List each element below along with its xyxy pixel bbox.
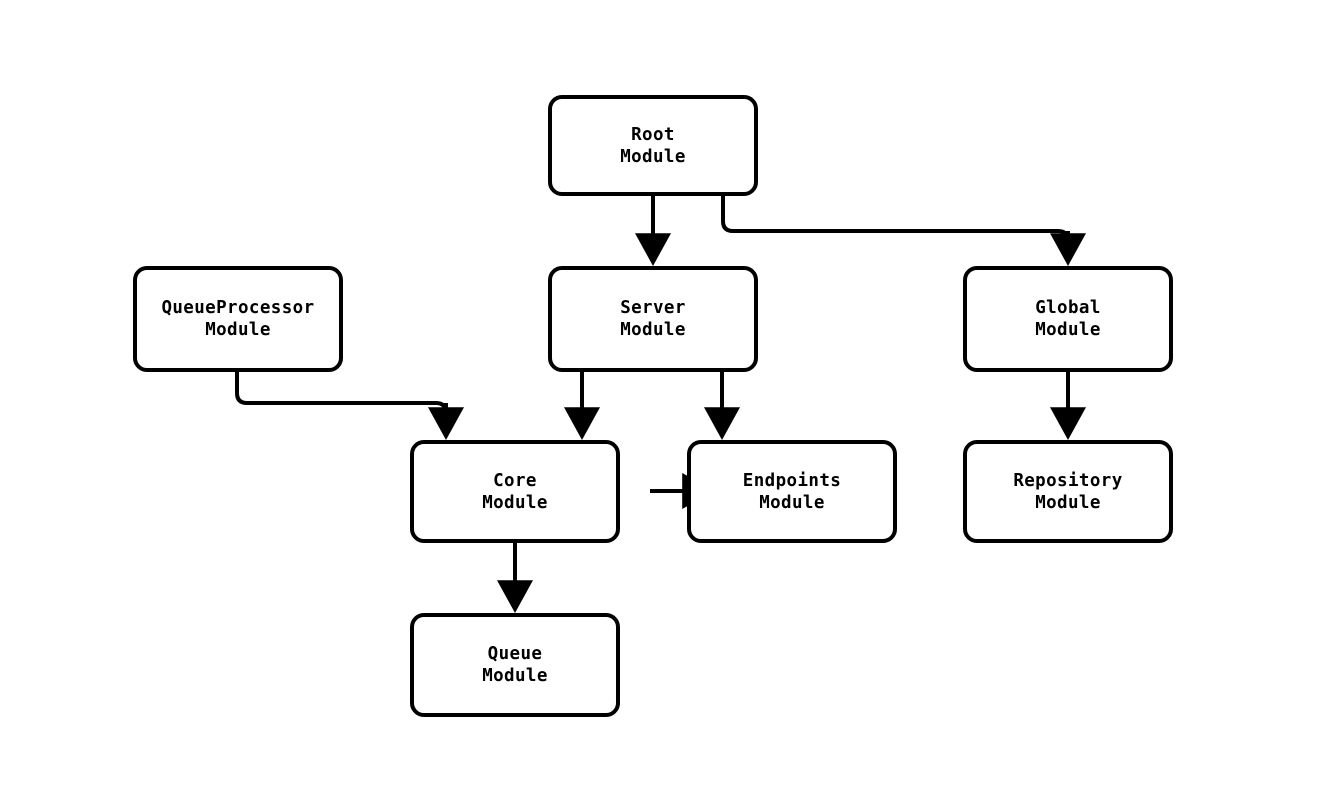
node-server-subtitle: Module — [620, 320, 686, 340]
node-queueprocessor-subtitle: Module — [205, 320, 271, 340]
node-root-title: Root — [631, 124, 675, 145]
node-server-title: Server — [620, 298, 686, 318]
edge-queueprocessor-core — [235, 372, 464, 440]
node-global-subtitle: Module — [1035, 320, 1101, 340]
node-global-module[interactable]: Global Module — [963, 266, 1173, 372]
node-core-subtitle: Module — [482, 492, 548, 513]
node-repository-title: Repository — [1013, 470, 1123, 491]
node-global-title: Global — [1035, 298, 1101, 318]
node-repository-module[interactable]: Repository Module — [963, 440, 1173, 543]
node-endpoints-module[interactable]: Endpoints Module — [687, 440, 897, 543]
node-core-module[interactable]: Core Module — [410, 440, 620, 543]
node-queue-title: Queue — [487, 644, 543, 664]
node-endpoints-title: Endpoints — [742, 470, 842, 491]
node-root-module[interactable]: Root Module — [548, 95, 758, 196]
node-root-subtitle: Module — [620, 146, 686, 167]
node-repository-subtitle: Module — [1035, 492, 1101, 513]
node-server-module[interactable]: Server Module — [548, 266, 758, 372]
node-queue-module[interactable]: Queue Module — [410, 613, 620, 717]
node-core-title: Core — [493, 470, 537, 491]
node-queueprocessor-title: QueueProcessor — [161, 298, 315, 318]
node-queueprocessor-module[interactable]: QueueProcessor Module — [133, 266, 343, 372]
node-endpoints-subtitle: Module — [759, 492, 825, 513]
node-queue-subtitle: Module — [482, 666, 548, 686]
edge-root-global — [721, 196, 1086, 266]
